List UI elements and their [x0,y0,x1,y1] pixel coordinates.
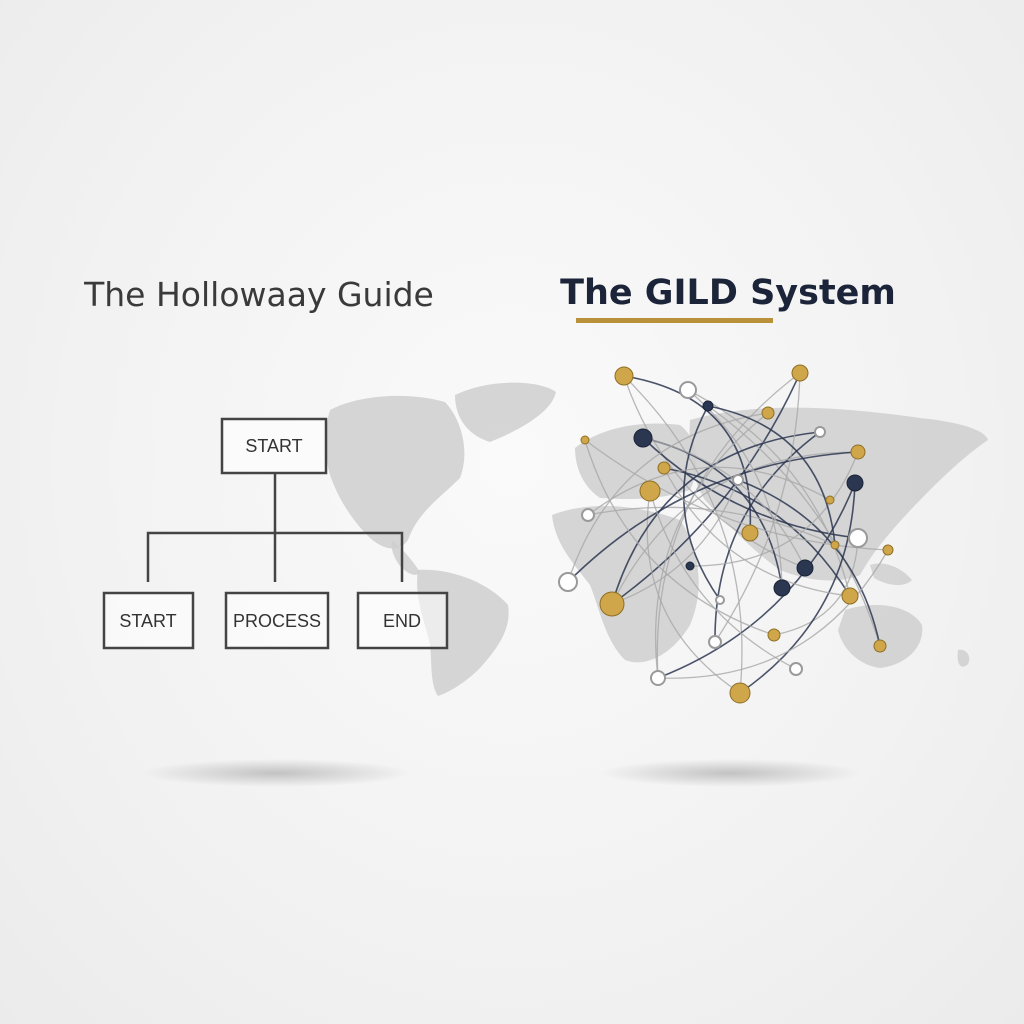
network-node [558,572,578,592]
network-node [639,480,661,502]
network-node [702,400,714,412]
network-link [623,375,752,534]
network-node [791,364,809,382]
network-node [767,628,781,642]
network-link [657,482,856,679]
left-title: The Hollowaay Guide [83,275,434,314]
network-graph [558,364,894,704]
network-link [646,490,741,694]
network-node [848,528,868,548]
flowchart-node-top-label: START [245,436,302,456]
network-node [581,508,595,522]
network-node [732,474,744,486]
network-node [685,561,695,571]
map-new-zealand [957,649,970,667]
network-node [814,426,826,438]
flowchart-node-end-label: END [383,611,421,631]
network-node [796,559,814,577]
network-link [739,482,856,694]
map-southeast-asia [870,563,912,586]
network-link [654,412,769,679]
network-node [633,428,653,448]
network-link [642,437,859,539]
network-node [708,635,722,649]
map-europe [575,423,697,500]
network-link [611,479,739,605]
network-link [689,451,859,567]
flowchart-node-end [356,591,449,650]
right-title-underline [576,318,773,323]
network-node [599,591,625,617]
right-panel-shadow [600,759,860,787]
network-link [682,405,721,601]
map-asia [689,407,988,581]
network-node [873,639,887,653]
network-link [623,375,743,694]
flowchart-node-top [220,417,328,475]
network-link [567,412,769,583]
network-node [580,435,590,445]
network-link [714,372,801,643]
network-node [715,595,725,605]
network-node [729,682,751,704]
network-node [657,461,671,475]
network-link [773,537,859,636]
network-node [741,524,759,542]
network-node [614,366,634,386]
network-node [679,381,697,399]
map-greenland [455,382,556,442]
flowchart-node-process [224,591,330,650]
flowchart-node-start [102,591,195,650]
world-map-background [325,382,988,696]
network-node [789,662,803,676]
network-link [567,451,859,583]
network-node [882,544,894,556]
network-node [846,474,864,492]
network-link [611,431,821,605]
network-node [841,587,859,605]
network-link [587,466,831,516]
left-panel-shadow [142,759,412,787]
map-central-america [391,540,420,575]
right-title: The GILD System [560,273,896,313]
flowchart: START START PROCESS END [102,417,449,650]
network-link [663,467,851,597]
flowchart-node-process-label: PROCESS [233,611,321,631]
network-node [825,495,835,505]
map-australia [838,605,923,668]
network-link [584,439,775,636]
network-node [761,406,775,420]
network-link [663,467,851,597]
network-link [587,506,836,546]
network-link [649,490,797,670]
network-link [707,405,836,546]
network-node [850,444,866,460]
flowchart-node-start-label: START [119,611,176,631]
network-link [584,439,889,551]
network-link [611,372,801,605]
map-africa [552,505,699,663]
network-node [830,540,840,550]
map-north-america [325,395,465,549]
network-link [707,405,881,647]
network-node [650,670,666,686]
network-node [773,579,791,597]
network-link [657,549,889,679]
network-link [611,451,859,605]
flowchart-connector-branch [146,531,404,582]
